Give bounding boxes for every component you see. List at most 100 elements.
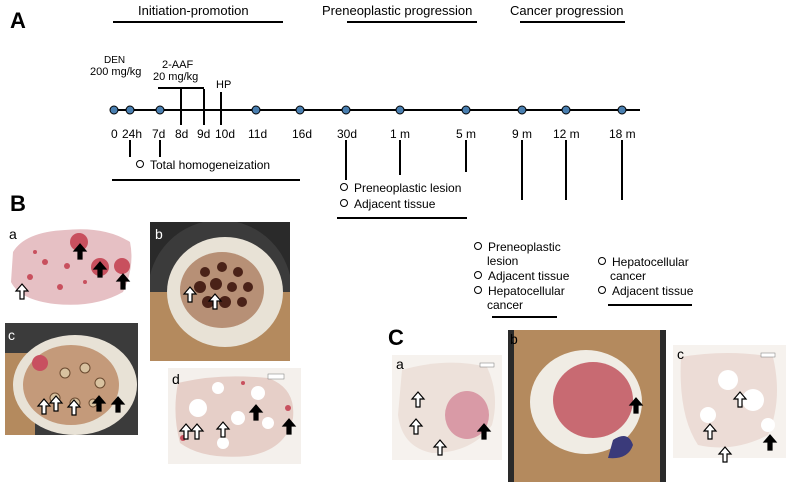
tissue-section-b-d xyxy=(168,368,301,464)
photo-b-a xyxy=(5,222,135,310)
group-9m-underline xyxy=(492,316,557,318)
group-18m-hcc-2: cancer xyxy=(610,269,647,283)
timeline-marker xyxy=(125,105,135,115)
group-pre-underline xyxy=(337,217,467,219)
filled-arrow xyxy=(115,273,131,290)
group-pre-adjacent: Adjacent tissue xyxy=(340,198,435,211)
open-arrow xyxy=(410,391,426,408)
tp-30d: 30d xyxy=(337,127,358,141)
timeline-marker xyxy=(341,105,351,115)
filled-arrow xyxy=(91,395,107,412)
label-c-b: b xyxy=(510,331,518,347)
panel-label-a: A xyxy=(10,8,26,33)
phase-initiation-line xyxy=(113,21,283,23)
tissue-section-c-a xyxy=(398,362,496,453)
tp-11d: 11d xyxy=(248,127,268,141)
group-9m-hcc: Hepatocellular xyxy=(474,285,565,298)
group-total-text: Total homogeneization xyxy=(150,158,271,172)
den-dose: 200 mg/kg xyxy=(90,66,142,78)
group-18m-underline xyxy=(608,304,692,306)
aaf-label: 2-AAF xyxy=(162,59,194,71)
group-18m-hcc-text: Hepatocellular xyxy=(612,255,689,269)
label-b-d: d xyxy=(172,371,180,387)
filled-arrow xyxy=(476,423,492,440)
timeline-marker xyxy=(517,105,527,115)
photo-b-d xyxy=(168,368,301,464)
liver-photo-b-c xyxy=(5,323,138,435)
group-9m-hcc-text: Hepatocellular xyxy=(488,284,565,298)
group-18m-hcc: Hepatocellular xyxy=(598,256,689,269)
tp-9m: 9 m xyxy=(512,127,533,141)
timeline-marker xyxy=(295,105,305,115)
group-9m-lesion: Preneoplastic xyxy=(474,241,561,254)
group-total-label: Total homogeneization xyxy=(136,159,270,172)
timeline xyxy=(109,89,640,200)
open-arrow xyxy=(702,423,718,440)
tp-18m: 18 m xyxy=(609,127,636,141)
group-18m-adjacent-text: Adjacent tissue xyxy=(612,284,694,298)
filled-arrow xyxy=(72,243,88,260)
open-arrow xyxy=(408,418,424,435)
group-18m-adjacent: Adjacent tissue xyxy=(598,285,693,298)
tp-5m: 5 m xyxy=(456,127,477,141)
open-arrow xyxy=(189,423,205,440)
label-b-c: c xyxy=(8,327,15,343)
group-9m-adjacent-text: Adjacent tissue xyxy=(488,269,570,283)
group-9m-adjacent: Adjacent tissue xyxy=(474,270,569,283)
group-pre-lesion-text: Preneoplastic lesion xyxy=(354,181,462,195)
timeline-marker xyxy=(561,105,571,115)
tp-7d: 7d xyxy=(152,127,166,141)
tp-12m: 12 m xyxy=(553,127,580,141)
phase-cancer-label: Cancer progression xyxy=(510,3,624,18)
timeline-marker xyxy=(109,105,119,115)
filled-arrow xyxy=(110,396,126,413)
open-arrow xyxy=(36,398,52,415)
aaf-bar xyxy=(158,87,204,89)
open-arrow xyxy=(207,293,223,310)
phase-preneoplastic-label: Preneoplastic progression xyxy=(322,3,473,18)
open-arrow xyxy=(432,439,448,456)
timeline-marker xyxy=(395,105,405,115)
label-c-c: c xyxy=(677,346,684,362)
tp-8d: 8d xyxy=(175,127,189,141)
filled-arrow xyxy=(762,434,778,451)
tp-1m: 1 m xyxy=(390,127,411,141)
filled-arrow xyxy=(248,404,264,421)
open-arrow xyxy=(14,283,30,300)
liver-photo-b-b xyxy=(150,222,290,361)
hp-label: HP xyxy=(216,79,232,91)
phase-cancer-line xyxy=(520,21,625,23)
filled-arrow xyxy=(628,397,644,414)
photo-c-a xyxy=(392,355,502,460)
open-arrow xyxy=(732,391,748,408)
aaf-dose: 20 mg/kg xyxy=(153,71,199,83)
tp-9d: 9d xyxy=(197,127,211,141)
photo-b-b xyxy=(150,222,290,361)
group-pre-lesion: Preneoplastic lesion xyxy=(340,182,461,195)
panel-label-c: C xyxy=(388,325,404,350)
phase-preneoplastic-line xyxy=(347,21,477,23)
tp-24h: 24h xyxy=(122,127,143,141)
label-b-a: a xyxy=(9,226,17,242)
timeline-marker xyxy=(461,105,471,115)
open-arrow xyxy=(182,286,198,303)
label-b-b: b xyxy=(155,226,163,242)
open-arrow xyxy=(66,399,82,416)
timeline-marker xyxy=(155,105,165,115)
group-pre-adjacent-text: Adjacent tissue xyxy=(354,197,436,211)
tissue-section-b-a xyxy=(11,229,132,305)
phase-initiation-label: Initiation-promotion xyxy=(138,3,249,18)
tp-0: 0 xyxy=(111,127,118,141)
tp-16d: 16d xyxy=(292,127,313,141)
tissue-section-c-c xyxy=(680,352,777,448)
open-arrow xyxy=(48,395,64,412)
filled-arrow xyxy=(92,261,108,278)
open-arrow xyxy=(215,421,231,438)
group-9m-lesion-2: lesion xyxy=(487,254,519,268)
group-9m-hcc-2: cancer xyxy=(487,298,524,312)
open-arrow xyxy=(717,446,733,463)
tp-10d: 10d xyxy=(215,127,236,141)
filled-arrow xyxy=(281,418,297,435)
label-c-a: a xyxy=(396,356,404,372)
